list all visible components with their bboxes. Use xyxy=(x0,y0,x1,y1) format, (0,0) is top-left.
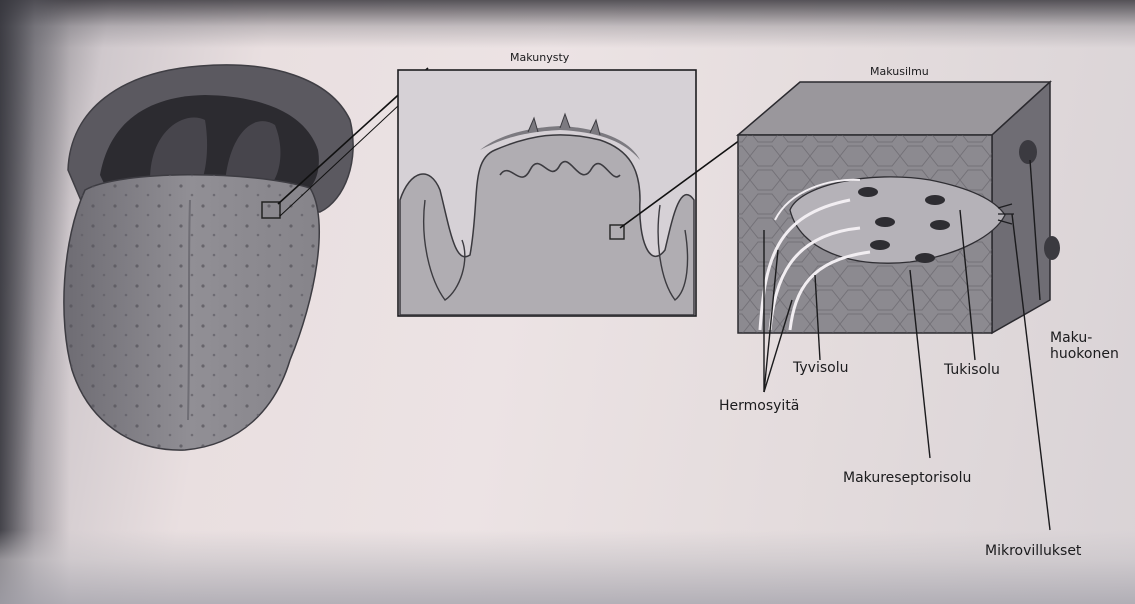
label-microvilli: Mikrovillukset xyxy=(985,543,1081,559)
papilla-panel-title: Makunysty xyxy=(510,52,569,65)
papilla-panel xyxy=(398,70,696,316)
label-nerve-fibers: Hermosyitä xyxy=(719,398,799,414)
tongue-illustration xyxy=(64,65,353,450)
receptor-nucleus-1 xyxy=(858,187,878,197)
label-taste-pore: Maku- huokonen xyxy=(1050,330,1119,362)
taste-pore-2 xyxy=(1044,236,1060,260)
receptor-nucleus-5 xyxy=(870,240,890,250)
receptor-nucleus-6 xyxy=(915,253,935,263)
receptor-nucleus-4 xyxy=(930,220,950,230)
label-basal-cell: Tyvisolu xyxy=(793,360,848,376)
receptor-nucleus-3 xyxy=(875,217,895,227)
label-support-cell: Tukisolu xyxy=(944,362,1000,378)
taste-bud-panel-title: Makusilmu xyxy=(870,66,929,79)
receptor-nucleus-2 xyxy=(925,195,945,205)
taste-pore-1 xyxy=(1019,140,1037,164)
label-receptor-cell: Makureseptorisolu xyxy=(843,470,971,486)
taste-bud-block xyxy=(738,82,1060,333)
tongue-texture xyxy=(64,175,319,450)
